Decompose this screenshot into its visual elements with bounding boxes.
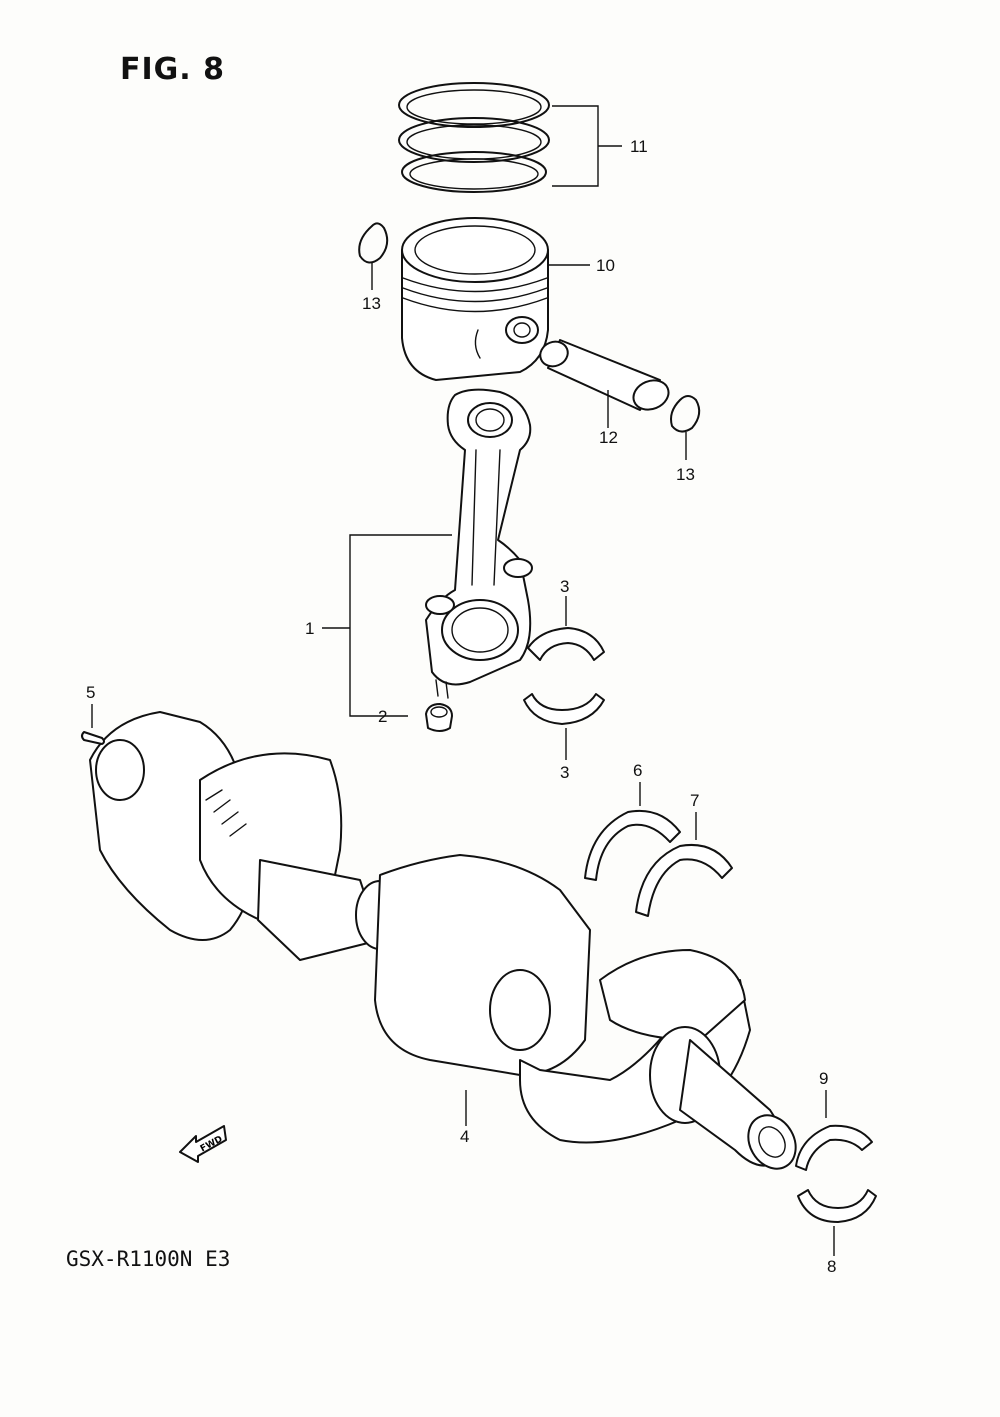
- connecting-rod: [425, 388, 533, 699]
- circlip-right: [670, 395, 701, 433]
- callout-11: 11: [630, 137, 648, 156]
- callout-4: 4: [460, 1127, 469, 1146]
- leader-1-bracket: [349, 534, 452, 717]
- callout-2: 2: [378, 707, 387, 726]
- circlip-left: [358, 222, 389, 264]
- conrod-bearing-lower: [523, 693, 605, 725]
- crank-bearing-8: [797, 1189, 877, 1223]
- callout-10: 10: [596, 256, 615, 275]
- callout-5: 5: [86, 683, 95, 702]
- figure-title: FIG. 8: [120, 52, 225, 87]
- callout-13: 13: [362, 294, 381, 313]
- conrod-bearing-upper: [527, 627, 605, 661]
- callout-12: 12: [599, 428, 618, 447]
- crankshaft: [89, 711, 797, 1170]
- dowel-pin: [81, 731, 105, 745]
- crank-bearing-9: [795, 1124, 873, 1171]
- piston: [401, 217, 549, 381]
- fwd-arrow-icon: FWD: [179, 1125, 227, 1163]
- callout-3: 3: [560, 763, 569, 782]
- callout-9: 9: [819, 1069, 828, 1088]
- callout-13: 13: [676, 465, 695, 484]
- model-code: GSX-R1100N E3: [66, 1247, 231, 1271]
- callout-7: 7: [690, 791, 699, 810]
- callout-6: 6: [633, 761, 642, 780]
- piston-pin: [539, 339, 670, 411]
- piston-rings: [398, 82, 550, 193]
- callout-1: 1: [305, 619, 314, 638]
- thrust-bearing-7: [635, 844, 733, 917]
- rod-nut: [425, 703, 453, 732]
- callout-8: 8: [827, 1257, 836, 1276]
- callout-3: 3: [560, 577, 569, 596]
- thrust-bearing-6: [584, 810, 681, 881]
- leader-11-bracket: [552, 105, 599, 187]
